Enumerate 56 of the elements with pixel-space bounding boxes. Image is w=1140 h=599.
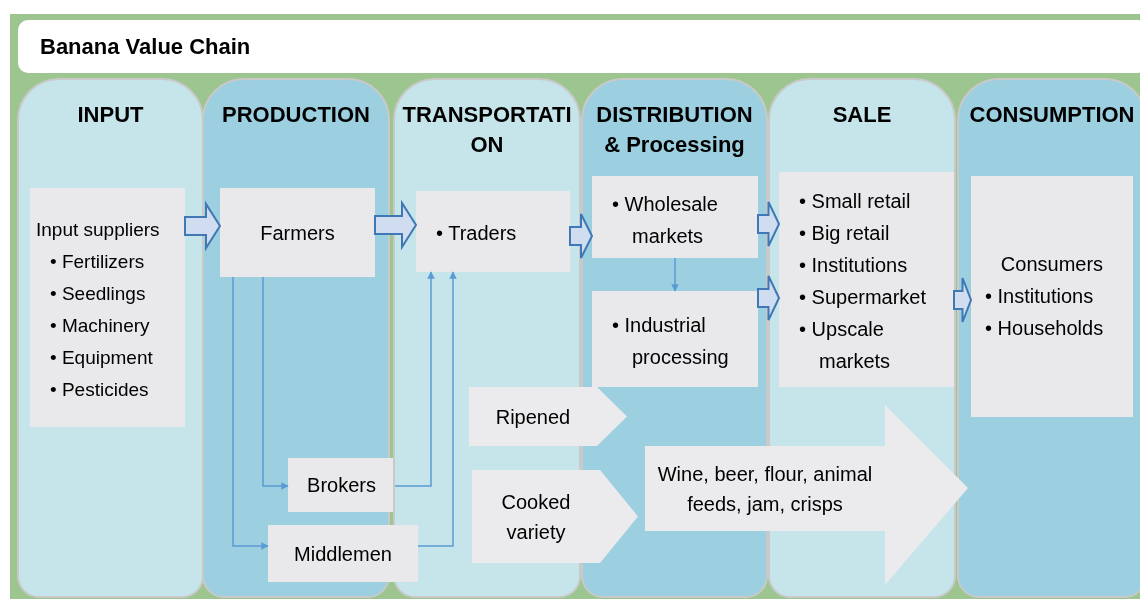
arrow xyxy=(671,257,679,292)
process-box xyxy=(288,458,395,512)
box-text: Input suppliers xyxy=(36,218,161,242)
list-item: • Upscale markets xyxy=(799,317,892,374)
column-heading: SALE xyxy=(831,101,893,129)
list-item: • Institutions xyxy=(985,284,1095,309)
box-text: Consumers xyxy=(999,252,1105,277)
list-item: • Seedlings xyxy=(50,282,147,306)
stage-column xyxy=(17,78,204,598)
list-item: • Households xyxy=(985,316,1105,341)
chevron-shape xyxy=(469,387,627,446)
block-arrow xyxy=(953,277,973,323)
list-item: • Small retail xyxy=(799,189,912,214)
shape-text: Wine, beer, flour, animal feeds, jam, crisps xyxy=(656,461,874,517)
process-box xyxy=(779,172,954,387)
arrow xyxy=(417,271,457,547)
list-item: • Traders xyxy=(436,221,518,246)
block-arrow xyxy=(184,200,222,252)
list-item: • Pesticides xyxy=(50,378,150,402)
shape-text: Cooked variety xyxy=(500,489,572,545)
block-arrow xyxy=(757,201,781,247)
block-arrow xyxy=(757,275,781,321)
block-arrow xyxy=(569,213,594,259)
box-text: Brokers xyxy=(307,473,376,498)
list-item: • Wholesale markets xyxy=(612,192,719,249)
arrow xyxy=(394,271,435,487)
column-heading: PRODUCTION xyxy=(221,101,371,129)
process-box xyxy=(971,176,1133,417)
list-item: • Big retail xyxy=(799,221,891,246)
block-arrow xyxy=(374,199,418,251)
shape-text: Ripened xyxy=(495,404,571,430)
process-box xyxy=(30,188,185,427)
box-text: Farmers xyxy=(260,220,335,246)
list-item: • Fertilizers xyxy=(50,250,146,274)
process-box xyxy=(592,291,758,387)
arrow xyxy=(232,276,269,550)
list-item: • Industrial processing xyxy=(612,313,730,370)
list-item: • Institutions xyxy=(799,253,909,278)
column-heading: CONSUMPTION xyxy=(968,101,1136,129)
list-item: • Supermarket xyxy=(799,285,928,310)
process-box xyxy=(220,188,375,277)
process-box xyxy=(416,191,570,272)
block-arrow-shape xyxy=(645,405,968,585)
process-box xyxy=(268,525,418,582)
column-heading: INPUT xyxy=(76,101,145,129)
column-heading: TRANSPORTATION xyxy=(401,101,573,159)
stage-column xyxy=(202,78,390,598)
chevron-shape xyxy=(472,470,638,563)
list-item: • Machinery xyxy=(50,314,151,338)
process-box xyxy=(592,176,758,258)
column-heading: DISTRIBUTION & Processing xyxy=(595,101,754,159)
stage-column xyxy=(957,78,1140,598)
list-item: • Equipment xyxy=(50,346,154,370)
diagram-title: Banana Value Chain xyxy=(40,34,251,60)
arrow xyxy=(262,276,289,490)
box-text: Middlemen xyxy=(294,541,392,567)
